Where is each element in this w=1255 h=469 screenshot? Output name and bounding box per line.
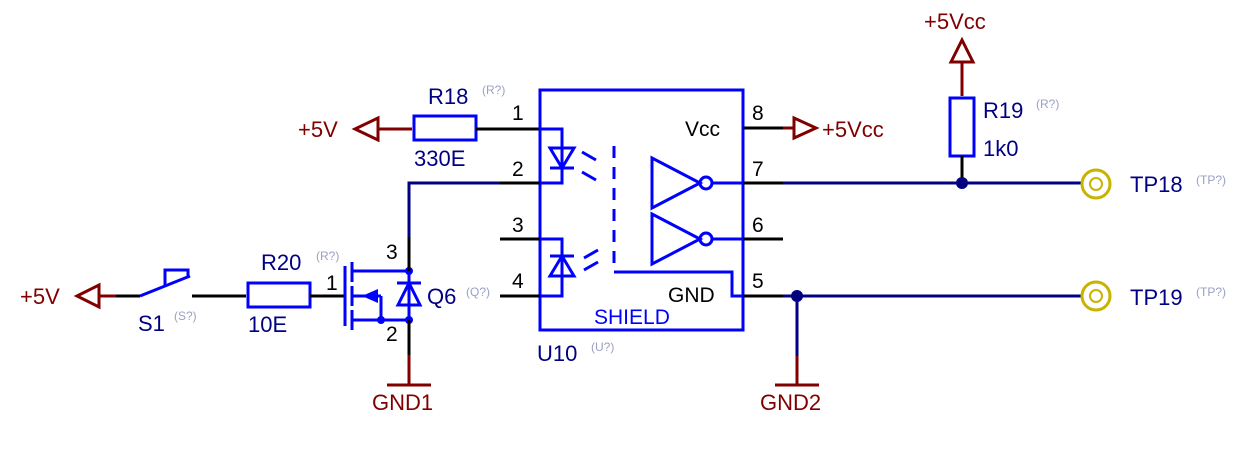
u10-pin-7: 7 <box>752 158 764 181</box>
u10-pin-1: 1 <box>512 102 524 125</box>
resistor-r18 <box>412 114 540 142</box>
r19-value: 1k0 <box>983 136 1018 161</box>
r18-ref: (R?) <box>482 83 505 97</box>
switch-s1 <box>116 268 246 298</box>
q6-ref: (Q?) <box>466 285 490 299</box>
ic-u10 <box>500 88 783 332</box>
q6-pin-1: 1 <box>326 272 338 295</box>
power-port-plus5vcc-top <box>948 36 976 96</box>
tp19-ref: (TP?) <box>1196 285 1226 299</box>
u10-pin-8: 8 <box>752 102 764 125</box>
tp19-designator: TP19 <box>1130 285 1183 310</box>
resistor-r19 <box>948 96 976 183</box>
u10-gnd-label: GND <box>668 284 715 307</box>
tp18-designator: TP18 <box>1130 172 1183 197</box>
u10-ref: (U?) <box>591 340 614 354</box>
ground-port-gnd2 <box>775 356 819 387</box>
test-point-tp18 <box>1080 168 1112 200</box>
power-port-plus5v-top <box>351 115 412 143</box>
power-label-plus5v-top: +5V <box>298 117 338 142</box>
resistor-r20 <box>246 281 345 309</box>
power-label-plus5vcc-top: +5Vcc <box>924 9 986 34</box>
tp18-ref: (TP?) <box>1196 173 1226 187</box>
s1-ref: (S?) <box>174 309 197 323</box>
u10-pin-4: 4 <box>512 270 524 293</box>
ground-port-gnd1 <box>387 355 431 387</box>
u10-designator: U10 <box>537 341 577 366</box>
r18-designator: R18 <box>428 84 468 109</box>
r20-value: 10E <box>248 312 287 337</box>
test-point-tp19 <box>1080 280 1112 312</box>
r19-ref: (R?) <box>1036 97 1059 111</box>
power-port-plus5vcc-right <box>783 115 820 141</box>
power-label-plus5v-left: +5V <box>20 284 60 309</box>
u10-pin-5: 5 <box>752 270 764 293</box>
r20-designator: R20 <box>261 250 301 275</box>
q6-designator: Q6 <box>427 284 456 309</box>
s1-designator: S1 <box>138 311 165 336</box>
net-wire-q6-drain <box>407 181 500 237</box>
ground-label-gnd2: GND2 <box>760 390 821 415</box>
r20-ref: (R?) <box>316 249 339 263</box>
power-port-plus5v-left <box>73 282 116 310</box>
mosfet-q6 <box>343 237 423 355</box>
r18-value: 330E <box>414 146 465 171</box>
junction-dot-r19 <box>956 177 968 189</box>
ground-label-gnd1: GND1 <box>372 390 433 415</box>
r19-designator: R19 <box>983 98 1023 123</box>
q6-pin-3: 3 <box>386 241 398 264</box>
u10-pin-6: 6 <box>752 214 764 237</box>
u10-vcc-label: Vcc <box>685 118 720 141</box>
q6-pin-2: 2 <box>386 323 398 346</box>
u10-shield-label: SHIELD <box>594 306 670 329</box>
power-label-plus5vcc-right: +5Vcc <box>822 117 884 142</box>
u10-pin-2: 2 <box>512 158 524 181</box>
u10-pin-3: 3 <box>512 214 524 237</box>
